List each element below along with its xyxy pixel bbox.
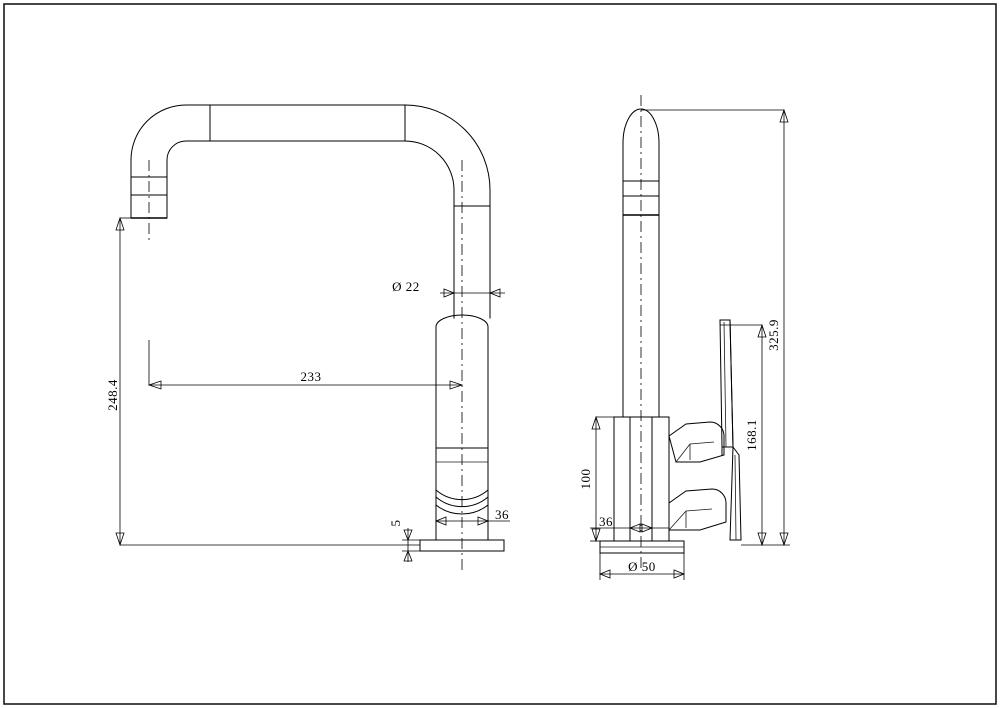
dim-base-thickness: 5	[388, 520, 420, 562]
side-body-column	[622, 108, 660, 418]
front-top-run	[209, 104, 406, 142]
side-lower-body	[613, 416, 670, 542]
dim-label-d22: Ø 22	[392, 279, 420, 294]
dim-label-36-front: 36	[495, 507, 509, 522]
dim-label-248-4: 248.4	[105, 379, 120, 411]
dim-base-diameter: Ø 50	[598, 553, 686, 580]
dim-label-5: 5	[388, 520, 403, 527]
dim-label-36-side: 36	[599, 514, 613, 529]
dim-label-d50: Ø 50	[628, 559, 656, 574]
dim-label-233: 233	[301, 369, 322, 384]
dim-outlet-width-front: 36	[434, 507, 510, 526]
front-left-bend	[130, 104, 211, 178]
dim-overall-height-front: 248.4	[105, 216, 420, 547]
dim-spout-reach: 233	[147, 340, 464, 390]
front-descending-tube	[453, 189, 491, 319]
front-right-bend	[404, 104, 491, 207]
front-base-plate	[419, 539, 505, 552]
front-dimensions: 248.4 233 Ø 22 36	[105, 216, 510, 562]
dim-handle-height: 168.1	[720, 323, 767, 547]
side-elevation-view	[599, 95, 742, 572]
dim-label-325-9: 325.9	[766, 319, 781, 351]
dim-label-168-1: 168.1	[744, 419, 759, 451]
side-handle-lever	[668, 319, 742, 541]
side-base-flange	[599, 540, 685, 554]
front-outlet-body	[435, 314, 489, 541]
front-elevation-view	[130, 104, 505, 570]
dim-tube-diameter: Ø 22	[392, 279, 505, 298]
dim-overall-height-side: 325.9	[641, 108, 790, 547]
dim-body-width-side: 36	[590, 514, 669, 533]
side-dimensions: 325.9 168.1 100 36	[578, 108, 790, 580]
dim-body-height: 100	[578, 415, 614, 543]
dim-label-100: 100	[578, 469, 593, 490]
front-left-leg	[130, 160, 168, 240]
sheet-border	[3, 3, 997, 705]
